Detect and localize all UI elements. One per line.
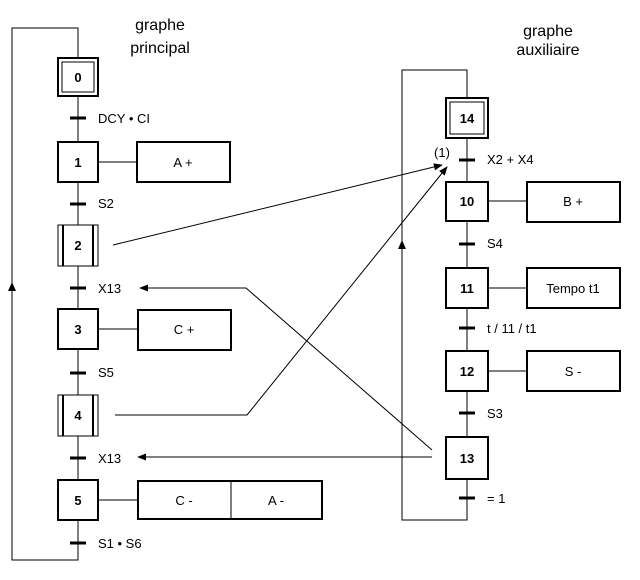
step-13-box <box>445 436 489 480</box>
action-step10-label: B + <box>563 194 583 209</box>
aux-loopback-arrow <box>398 240 406 249</box>
step-3-number: 3 <box>74 322 81 337</box>
aux-transition-3-label: S3 <box>487 406 503 421</box>
action-step10-box <box>526 181 621 223</box>
action-step1-label: A + <box>173 155 192 170</box>
aux-transition-4-label: = 1 <box>487 491 505 506</box>
aux-transition-1-label: S4 <box>487 236 503 251</box>
cross-links <box>112 163 448 461</box>
step-12-number: 12 <box>460 364 474 379</box>
action-step1-box <box>136 141 231 183</box>
step-14-number: 14 <box>460 111 475 126</box>
main-loopback-arrow <box>8 282 16 291</box>
link-step2-to-aux <box>112 163 443 246</box>
main-transition-2-label: X13 <box>98 281 121 296</box>
link-step13-to-x13-upper <box>139 284 433 451</box>
main-transition-0-label: DCY • CI <box>98 111 150 126</box>
step-4-box <box>57 394 99 437</box>
main-transition-1-label: S2 <box>98 196 114 211</box>
action-step12-label: S - <box>565 364 582 379</box>
step-0-inner-box <box>61 61 95 93</box>
step-4-number: 4 <box>74 408 82 423</box>
step-11-number: 11 <box>460 281 474 296</box>
action-step11-label: Tempo t1 <box>546 281 599 296</box>
aux-loopback-line <box>401 69 468 521</box>
main-actions <box>98 141 323 520</box>
main-transition-3-label: S5 <box>98 365 114 380</box>
main-transition-4-label: X13 <box>98 451 121 466</box>
main-transition-bars <box>70 116 86 545</box>
link-step4-to-aux <box>115 166 448 416</box>
step-5-number: 5 <box>74 493 81 508</box>
step-0-number: 0 <box>74 70 81 85</box>
step-13-number: 13 <box>460 451 474 466</box>
main-loopback-line <box>11 27 79 561</box>
aux-graph-title-line1: graphe <box>523 23 573 40</box>
action-step12-box <box>526 350 621 392</box>
action-step5-b-label: A - <box>268 493 284 508</box>
main-steps <box>57 57 99 521</box>
action-step5-a-label: C - <box>175 493 192 508</box>
aux-graph-title-line2: auxiliaire <box>516 42 579 59</box>
step-2-number: 2 <box>74 238 81 253</box>
aux-steps <box>445 97 489 480</box>
aux-actions <box>488 181 621 392</box>
main-graph-title-line1: graphe <box>135 17 185 34</box>
action-step3-box <box>137 309 232 351</box>
step-5-box <box>57 479 99 521</box>
main-graph-title-line2: principal <box>130 40 190 57</box>
aux-transition-2-label: t / 11 / t1 <box>487 321 537 336</box>
action-step5-box <box>137 480 323 520</box>
action-step11-box <box>526 267 621 309</box>
aux-transition-0-label: X2 + X4 <box>487 152 534 167</box>
step-3-box <box>57 308 99 350</box>
action-step3-label: C + <box>174 322 195 337</box>
step-10-box <box>445 181 489 222</box>
step-1-number: 1 <box>74 155 81 170</box>
step-14-inner-box <box>449 101 485 135</box>
aux-transition-bars <box>459 158 475 500</box>
step-2-box <box>57 224 99 267</box>
step-10-number: 10 <box>460 194 474 209</box>
aux-transition-marker: (1) <box>434 145 450 160</box>
main-transition-5-label: S1 • S6 <box>98 536 142 551</box>
